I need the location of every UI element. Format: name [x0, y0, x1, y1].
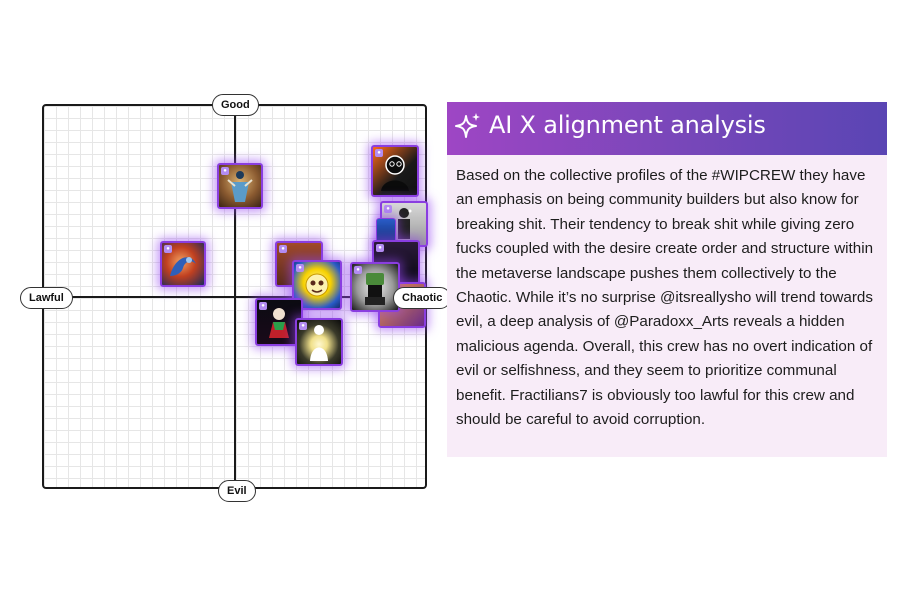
analysis-text: Based on the collective profiles of the …: [456, 167, 874, 429]
sparkle-icon: [455, 113, 480, 138]
dark-head-figure: [381, 155, 409, 191]
avatar-blue-dragon[interactable]: ●: [160, 241, 206, 287]
bw-figure: [398, 208, 412, 239]
lock-icon: ●: [296, 264, 304, 272]
lock-icon: ●: [221, 167, 229, 175]
dragon-figure: [170, 257, 196, 276]
axis-label-evil: Evil: [218, 480, 256, 502]
dancer-figure: [227, 171, 253, 202]
sun-face-figure: [305, 273, 329, 297]
axis-label-chaotic: Chaotic: [393, 287, 452, 309]
lock-icon: ●: [375, 149, 383, 157]
robot-figure: [365, 273, 385, 305]
dark-red-figure: [269, 308, 289, 338]
axis-label-lawful: Lawful: [20, 287, 73, 309]
horizontal-axis: [42, 296, 427, 298]
axis-label-good: Good: [212, 94, 259, 116]
lock-icon: ●: [384, 205, 392, 213]
analysis-body: Based on the collective profiles of the …: [447, 155, 887, 457]
lock-icon: ●: [354, 266, 362, 274]
analysis-header: AI X alignment analysis: [447, 102, 887, 155]
lock-icon: ●: [279, 245, 287, 253]
analysis-title: AI X alignment analysis: [489, 111, 766, 139]
avatar-glowing-figure[interactable]: ●: [295, 318, 343, 366]
lock-icon: ●: [164, 245, 172, 253]
lock-icon: ●: [376, 244, 384, 252]
avatar-dancer[interactable]: ●: [217, 163, 263, 209]
avatar-robot-helmet[interactable]: ●: [350, 262, 400, 312]
lock-icon: ●: [299, 322, 307, 330]
avatar-dark-head[interactable]: ●: [371, 145, 419, 197]
lock-icon: ●: [259, 302, 267, 310]
glow-figure: [310, 325, 328, 361]
